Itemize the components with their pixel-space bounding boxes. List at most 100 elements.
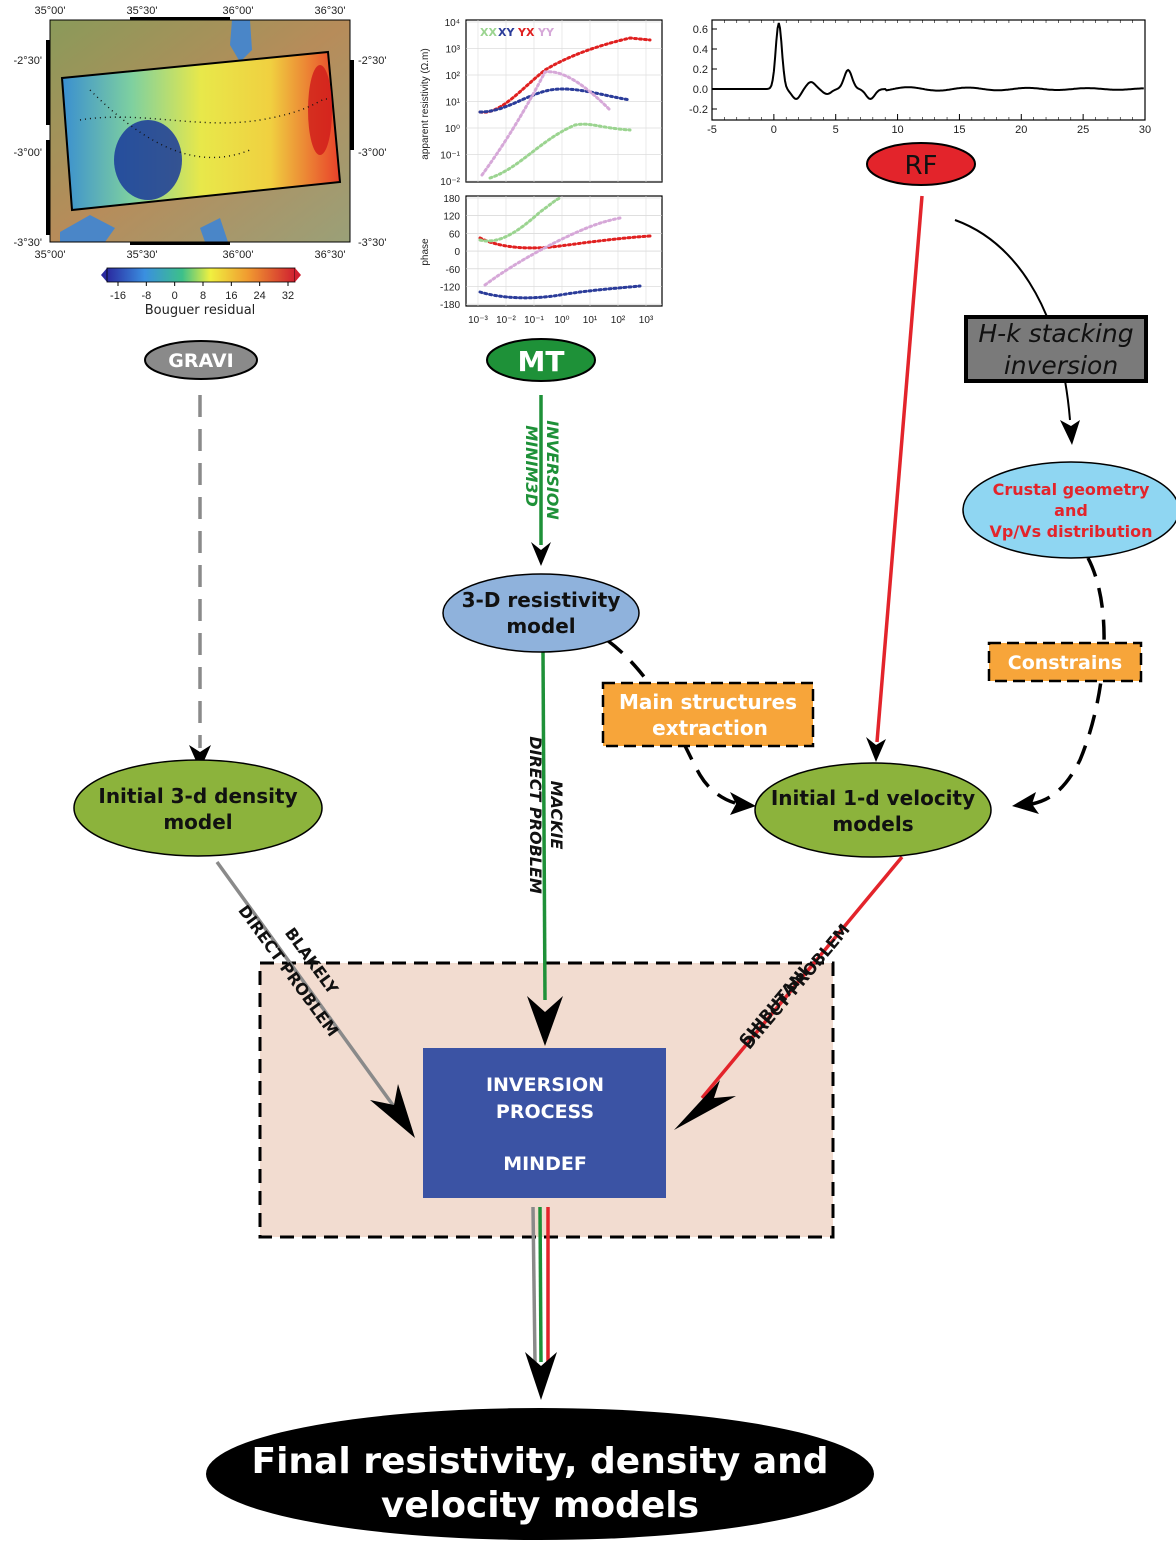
map-border-right [350,60,354,150]
mt-sounding-curve [478,284,642,300]
mt-x-tick: 10⁻³ [468,315,488,326]
mt-rho-tick: 10⁻² [440,177,460,188]
colorbar-tick-label: 24 [254,290,266,302]
constrains-box [987,641,1143,683]
rf-x-tick: 25 [1077,124,1089,136]
mt-rho-tick: 10⁴ [445,18,460,29]
resistivity-model-node[interactable]: 3-D resistivity model [442,573,640,653]
map-border-bottom [130,242,230,245]
edge-label-mackie: MACKIE [547,781,566,850]
rf-ellipse [866,142,976,186]
mt-ylabel-top: apparent resistivity (Ω.m) [420,48,431,159]
mt-phase-tick: -120 [440,283,460,294]
mt-x-tick: 10² [611,315,626,326]
main-structures-box [601,681,815,748]
mt-label: MT [518,345,565,378]
arrowhead [730,792,756,815]
arrowhead [527,996,563,1046]
colorbar-tick-label: -8 [141,290,151,302]
rf-x-tick: -5 [707,124,717,136]
gravi-label: GRAVI [168,350,233,372]
mt-sounding-curve [478,87,632,114]
mt-node[interactable]: MT [486,338,596,382]
velocity-ellipse [754,762,992,858]
map-bottom-tick: 36°30' [315,249,346,261]
rf-node[interactable]: RF [866,142,976,186]
rf-x-tick: 15 [953,124,965,136]
map-left-tick: -3°00' [13,147,42,159]
density-label-line1: Initial 3-d density [98,784,297,808]
inversion-process-node[interactable]: INVERSION PROCESS MINDEF [423,1048,666,1198]
main-structures-node[interactable]: Main structures extraction [601,681,815,748]
gravity-output-line [531,1206,537,1363]
map-bottom-tick: 35°30' [127,249,158,261]
hk-stacking-node[interactable]: H-k stacking inversion [964,315,1148,383]
map-border-top [130,17,230,20]
mt-x-tick: 10³ [639,315,654,326]
crustal-geometry-node[interactable]: Crustal geometry and Vp/Vs distribution [962,461,1176,559]
mt-phase-tick: -180 [440,300,460,311]
final-models-node[interactable]: Final resistivity, density and velocity … [206,1408,874,1540]
colorbar-right-cap [295,268,301,282]
density-ellipse [73,759,323,857]
lake-north [230,20,252,62]
map-top-tick: 35°30' [127,5,158,17]
arrowhead [525,1352,557,1400]
inversion-label-line2: PROCESS [496,1101,594,1123]
mt-plot: XX XY YX YY apparent resistivity (Ω.m) p… [420,18,663,326]
mt-phase-tick: 0 [454,247,460,258]
arrowhead [674,1080,736,1130]
map-left-tick: -2°30' [13,55,42,67]
edge-label-minim3d: MINIM3D [522,425,541,507]
main-structures-label-line1: Main structures [619,690,797,714]
rf-y-tick: 0.6 [693,24,708,36]
resistivity-to-velocity-edge [605,638,736,805]
mt-sounding-curve [478,196,562,243]
constrains-label: Constrains [1008,652,1122,674]
resistivity-label-line1: 3-D resistivity [462,588,621,612]
rf-to-velocity-edge [875,195,924,743]
mt-x-tick: 10¹ [583,315,598,326]
constrains-node[interactable]: Constrains [987,641,1143,683]
arrowhead [370,1084,415,1138]
rf-y-tick: 0.2 [693,64,708,76]
mt-x-tick: 10⁻² [496,315,516,326]
gravi-node[interactable]: GRAVI [144,340,258,380]
arrowhead [1060,420,1080,445]
mt-phase-tick: 180 [443,194,460,205]
rf-x-tick: 5 [833,124,839,136]
density-model-node[interactable]: Initial 3-d density model [73,759,323,857]
map-border-left-1 [46,40,50,125]
mt-rho-tick: 10³ [446,45,461,56]
map-bottom-tick: 36°00' [223,249,254,261]
colorbar-tick-label: 0 [172,290,178,302]
crustal-label-line2: and [1054,501,1088,520]
gravi-ellipse [144,340,258,380]
mt-output-line [538,1206,543,1363]
negative-anomaly [114,120,182,200]
edge-label-mackie-direct: DIRECT PROBLEM [526,736,545,894]
mt-sounding-curve [483,216,622,287]
resistivity-ellipse [442,573,640,653]
rf-y-tick: 0.4 [693,44,708,56]
crustal-label-line1: Crustal geometry [993,480,1150,499]
map-top-tick: 36°30' [315,5,346,17]
colorbar-tick-label: 32 [282,290,294,302]
lake-south-west [60,215,115,242]
inversion-label-line3: MINDEF [503,1153,587,1175]
mt-legend-yx: YX [517,26,535,39]
arrowhead [1012,792,1039,814]
mt-rho-tick: 10⁰ [445,124,460,135]
density-to-inversion-edge [215,860,397,1110]
mt-rho-tick: 10¹ [446,98,461,109]
density-label-line2: model [163,810,232,834]
inversion-label-line1: INVERSION [486,1074,604,1096]
colorbar-tick-label: 8 [200,290,206,302]
rf-x-tick: 30 [1139,124,1151,136]
velocity-model-node[interactable]: Initial 1-d velocity models [754,762,992,858]
arrowhead [189,745,211,770]
mt-rho-panel [465,19,663,183]
